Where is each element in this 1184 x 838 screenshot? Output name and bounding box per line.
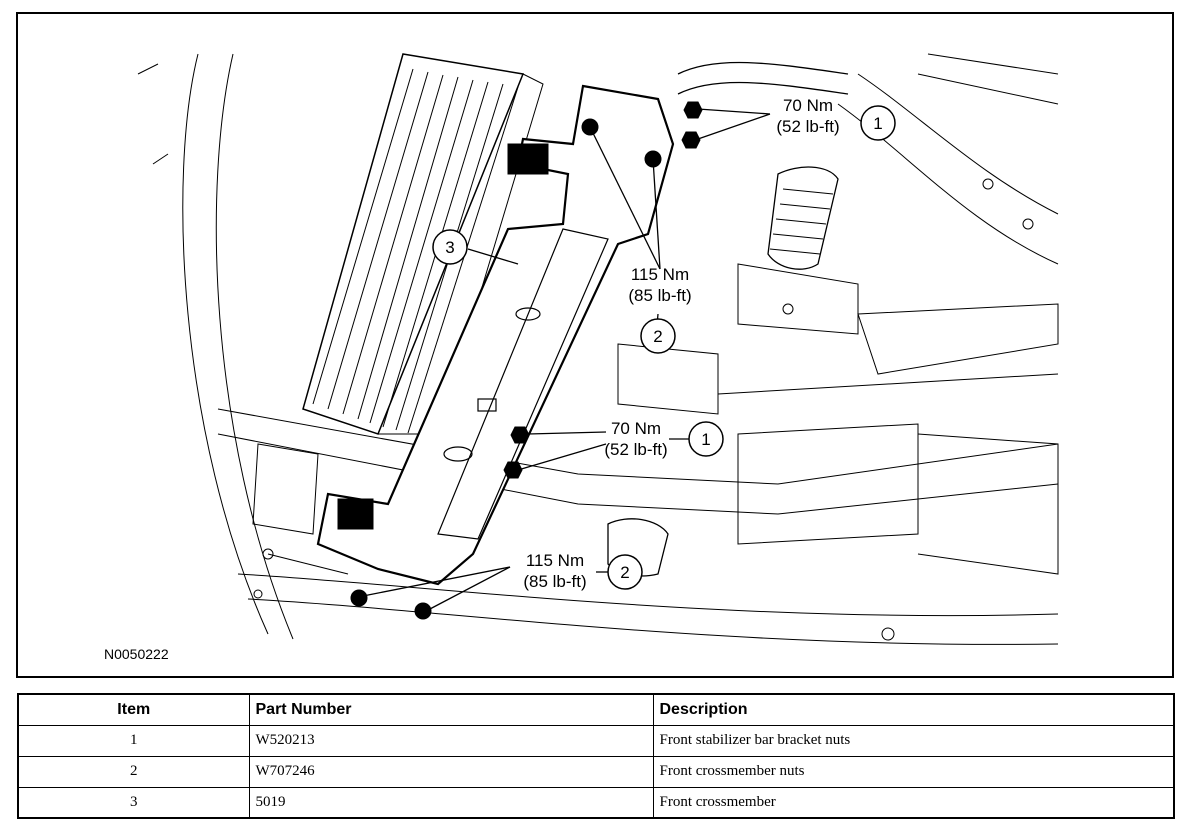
cell-part-number: 5019	[248, 786, 654, 819]
item-number: 1	[701, 430, 710, 449]
table-row: 3 5019 Front crossmember	[17, 786, 1175, 819]
torque-metric-label: 115 Nm	[631, 265, 689, 284]
header-item: Item	[17, 693, 250, 726]
cell-item: 3	[17, 786, 250, 819]
item-number: 2	[620, 563, 629, 582]
cell-part-number: W520213	[248, 724, 654, 757]
cell-description: Front crossmember nuts	[652, 755, 1175, 788]
chassis-line-art	[137, 53, 1059, 645]
callout-3: 3	[432, 229, 468, 265]
header-description: Description	[652, 693, 1175, 726]
cell-item: 2	[17, 755, 250, 788]
cell-item: 1	[17, 724, 250, 757]
callout-1-top: 70 Nm (52 lb-ft) 1	[776, 96, 896, 141]
torque-imperial-label: (52 lb-ft)	[776, 117, 839, 136]
table-row: 1 W520213 Front stabilizer bar bracket n…	[17, 724, 1175, 757]
item-number: 1	[873, 114, 882, 133]
item-number: 2	[653, 327, 662, 346]
cell-part-number: W707246	[248, 755, 654, 788]
cell-description: Front crossmember	[652, 786, 1175, 819]
table-header-row: Item Part Number Description	[17, 693, 1175, 726]
callout-2-torque-upper: 115 Nm (85 lb-ft)	[628, 265, 691, 305]
callout-1-middle: 70 Nm (52 lb-ft) 1	[604, 419, 724, 459]
callout-2-bottom: 115 Nm (85 lb-ft) 2	[523, 551, 643, 591]
item-bubble	[432, 229, 468, 265]
diagram-figure: 70 Nm (52 lb-ft) 1 115 Nm (85 lb-ft) 3 2…	[16, 12, 1174, 678]
fastener-nuts	[350, 101, 703, 620]
torque-imperial-label: (52 lb-ft)	[604, 440, 667, 459]
item-bubble	[860, 105, 896, 141]
item-bubble	[640, 318, 676, 354]
header-part-number: Part Number	[248, 693, 654, 726]
crossmember-illustration: 70 Nm (52 lb-ft) 1 115 Nm (85 lb-ft) 3 2…	[104, 53, 1059, 662]
torque-imperial-label: (85 lb-ft)	[628, 286, 691, 305]
front-crossmember	[316, 84, 675, 586]
figure-id: N0050222	[104, 646, 169, 662]
torque-metric-label: 70 Nm	[611, 419, 661, 438]
callout-2-bubble-middle: 2	[640, 318, 676, 354]
torque-metric-label: 115 Nm	[526, 551, 584, 570]
cell-description: Front stabilizer bar bracket nuts	[652, 724, 1175, 757]
item-number: 3	[445, 238, 454, 257]
table-row: 2 W707246 Front crossmember nuts	[17, 755, 1175, 788]
torque-imperial-label: (85 lb-ft)	[523, 572, 586, 591]
parts-table: Item Part Number Description 1 W520213 F…	[17, 693, 1175, 819]
torque-metric-label: 70 Nm	[783, 96, 833, 115]
